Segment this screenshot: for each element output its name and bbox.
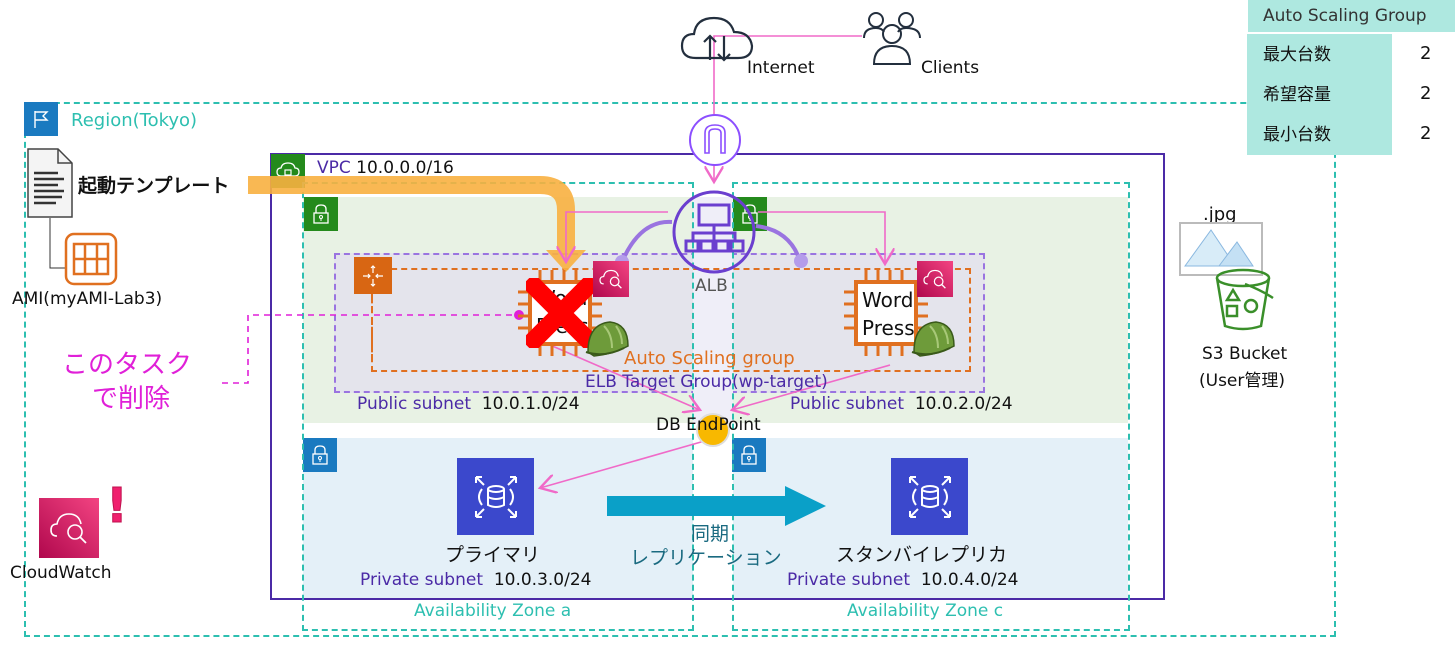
ec2-instance-a[interactable]: Word Press: [516, 268, 604, 358]
rds-primary-icon[interactable]: [457, 458, 534, 535]
s3-label-line2: (User管理): [1199, 371, 1286, 391]
private-subnet-c-cidr: 10.0.4.0/24: [920, 570, 1019, 590]
az-c-label: Availability Zone c: [847, 601, 1004, 621]
rds-primary-label: プライマリ: [445, 544, 541, 566]
internet-label: Internet: [747, 58, 815, 78]
ami-label: AMI(myAMI-Lab3): [12, 289, 163, 309]
az-a-label: Availability Zone a: [414, 601, 572, 621]
private-subnet-a-label: Private subnet 10.0.3.0/24: [360, 570, 591, 590]
asg-max-value: 2: [1420, 43, 1432, 64]
ami-icon: [64, 232, 118, 290]
instance-c-label-line1: Word: [862, 288, 914, 312]
instance-a-hardhat-icon: [584, 318, 630, 362]
alb-icon[interactable]: [671, 189, 757, 279]
public-subnet-c-cidr: 10.0.2.0/24: [914, 394, 1013, 414]
s3-image-file-icon: [1179, 222, 1263, 280]
launch-template-document-icon: [26, 147, 74, 223]
internet-cloud-icon: [680, 12, 760, 68]
clients-users-icon: [862, 6, 922, 70]
private-subnet-c-lock-icon: [732, 438, 766, 472]
s3-file-label: .jpg: [1203, 204, 1237, 225]
asg-min-value: 2: [1420, 123, 1432, 144]
vpc-label-prefix: VPC: [317, 158, 351, 178]
delete-note-line1: このタスク: [62, 350, 193, 380]
instance-c-cloudwatch-icon: [917, 261, 953, 297]
private-subnet-a-cidr: 10.0.3.0/24: [493, 570, 592, 590]
region-flag-icon: [24, 102, 58, 136]
private-subnet-c-label: Private subnet 10.0.4.0/24: [787, 570, 1018, 590]
delete-note-line2: で削除: [92, 384, 171, 414]
cloudwatch-icon[interactable]: [39, 498, 99, 558]
target-group-label: ELB Target Group(wp-target): [585, 372, 828, 392]
cloudwatch-alert-icon: !: [106, 478, 129, 535]
replication-label-line2: レプリケーション: [630, 547, 782, 569]
rds-standby-icon[interactable]: [891, 458, 968, 535]
vpc-label: VPC 10.0.0.0/16: [317, 158, 454, 178]
private-subnet-c-name: Private subnet: [787, 570, 910, 590]
asg-desired-label: 希望容量: [1263, 85, 1331, 105]
replication-label-line1: 同期: [691, 523, 730, 545]
region-label: Region(Tokyo): [71, 110, 198, 131]
public-subnet-a-label: Public subnet 10.0.1.0/24: [357, 394, 580, 414]
alb-label: ALB: [695, 276, 728, 296]
asg-desired-value: 2: [1420, 83, 1432, 104]
instance-a-cloudwatch-icon: [593, 261, 629, 297]
asg-table-title-text: Auto Scaling Group: [1263, 6, 1427, 26]
s3-label-line1: S3 Bucket: [1202, 344, 1288, 364]
db-endpoint-label: DB EndPoint: [656, 415, 761, 435]
s3-bucket-icon[interactable]: [1213, 268, 1277, 338]
asg-table-body: [1247, 34, 1392, 155]
vpc-cidr: 10.0.0.0/16: [356, 158, 454, 178]
region-boundary: [24, 102, 1336, 637]
public-subnet-a-name: Public subnet: [357, 394, 472, 414]
auto-scaling-icon: [354, 257, 392, 294]
asg-label: Auto Scaling group: [624, 348, 795, 369]
instance-c-label-line2: Press: [862, 316, 915, 340]
ec2-instance-c[interactable]: Word Press: [842, 268, 930, 358]
public-subnet-a-cidr: 10.0.1.0/24: [481, 394, 580, 414]
public-subnet-c-label: Public subnet 10.0.2.0/24: [790, 394, 1013, 414]
rds-standby-label: スタンバイレプリカ: [836, 544, 1008, 566]
deleted-x-icon: [526, 278, 596, 348]
clients-label: Clients: [921, 58, 980, 78]
public-subnet-c-name: Public subnet: [790, 394, 905, 414]
instance-c-hardhat-icon: [910, 318, 956, 362]
private-subnet-a-lock-icon: [303, 438, 337, 472]
asg-max-label: 最大台数: [1263, 45, 1331, 65]
private-subnet-a-name: Private subnet: [360, 570, 483, 590]
db-endpoint-dot: [698, 415, 728, 445]
asg-min-label: 最小台数: [1263, 125, 1331, 145]
asg-table-title: [1248, 0, 1455, 32]
vpc-cloud-lock-icon: [271, 154, 305, 188]
cloudwatch-label: CloudWatch: [10, 563, 112, 583]
launch-template-label: 起動テンプレート: [78, 175, 230, 197]
internet-gateway-icon: [688, 113, 742, 171]
